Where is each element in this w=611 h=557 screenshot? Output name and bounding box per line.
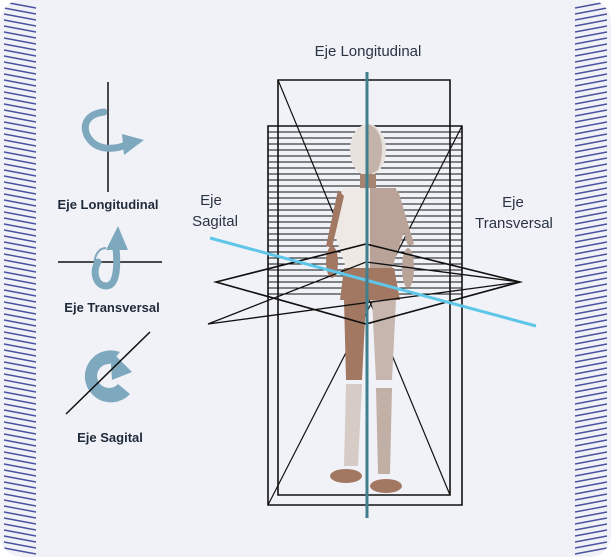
left-spring-binding <box>3 1 37 555</box>
rotation-sagital-icon <box>65 331 151 415</box>
axis-transversal-label-line1: Eje <box>502 194 524 211</box>
legend-transversal-label: Eje Transversal <box>64 300 160 315</box>
legend-longitudinal-label: Eje Longitudinal <box>57 197 159 212</box>
axis-transversal-label-line2: Transversal <box>475 215 553 232</box>
axis-sagital-label-line1: Eje <box>200 192 222 209</box>
mannequin-figure <box>326 124 414 493</box>
right-spring-binding <box>574 1 608 555</box>
axis-sagital-label-line2: Sagital <box>192 213 238 230</box>
rotation-longitudinal-icon <box>81 82 144 192</box>
sagital-axis-line <box>209 236 537 328</box>
legend-sagital-label: Eje Sagital <box>77 430 143 445</box>
axis-longitudinal-label: Eje Longitudinal <box>314 43 422 60</box>
plane-transverse <box>207 243 524 325</box>
rotation-transversal-icon <box>58 226 162 290</box>
